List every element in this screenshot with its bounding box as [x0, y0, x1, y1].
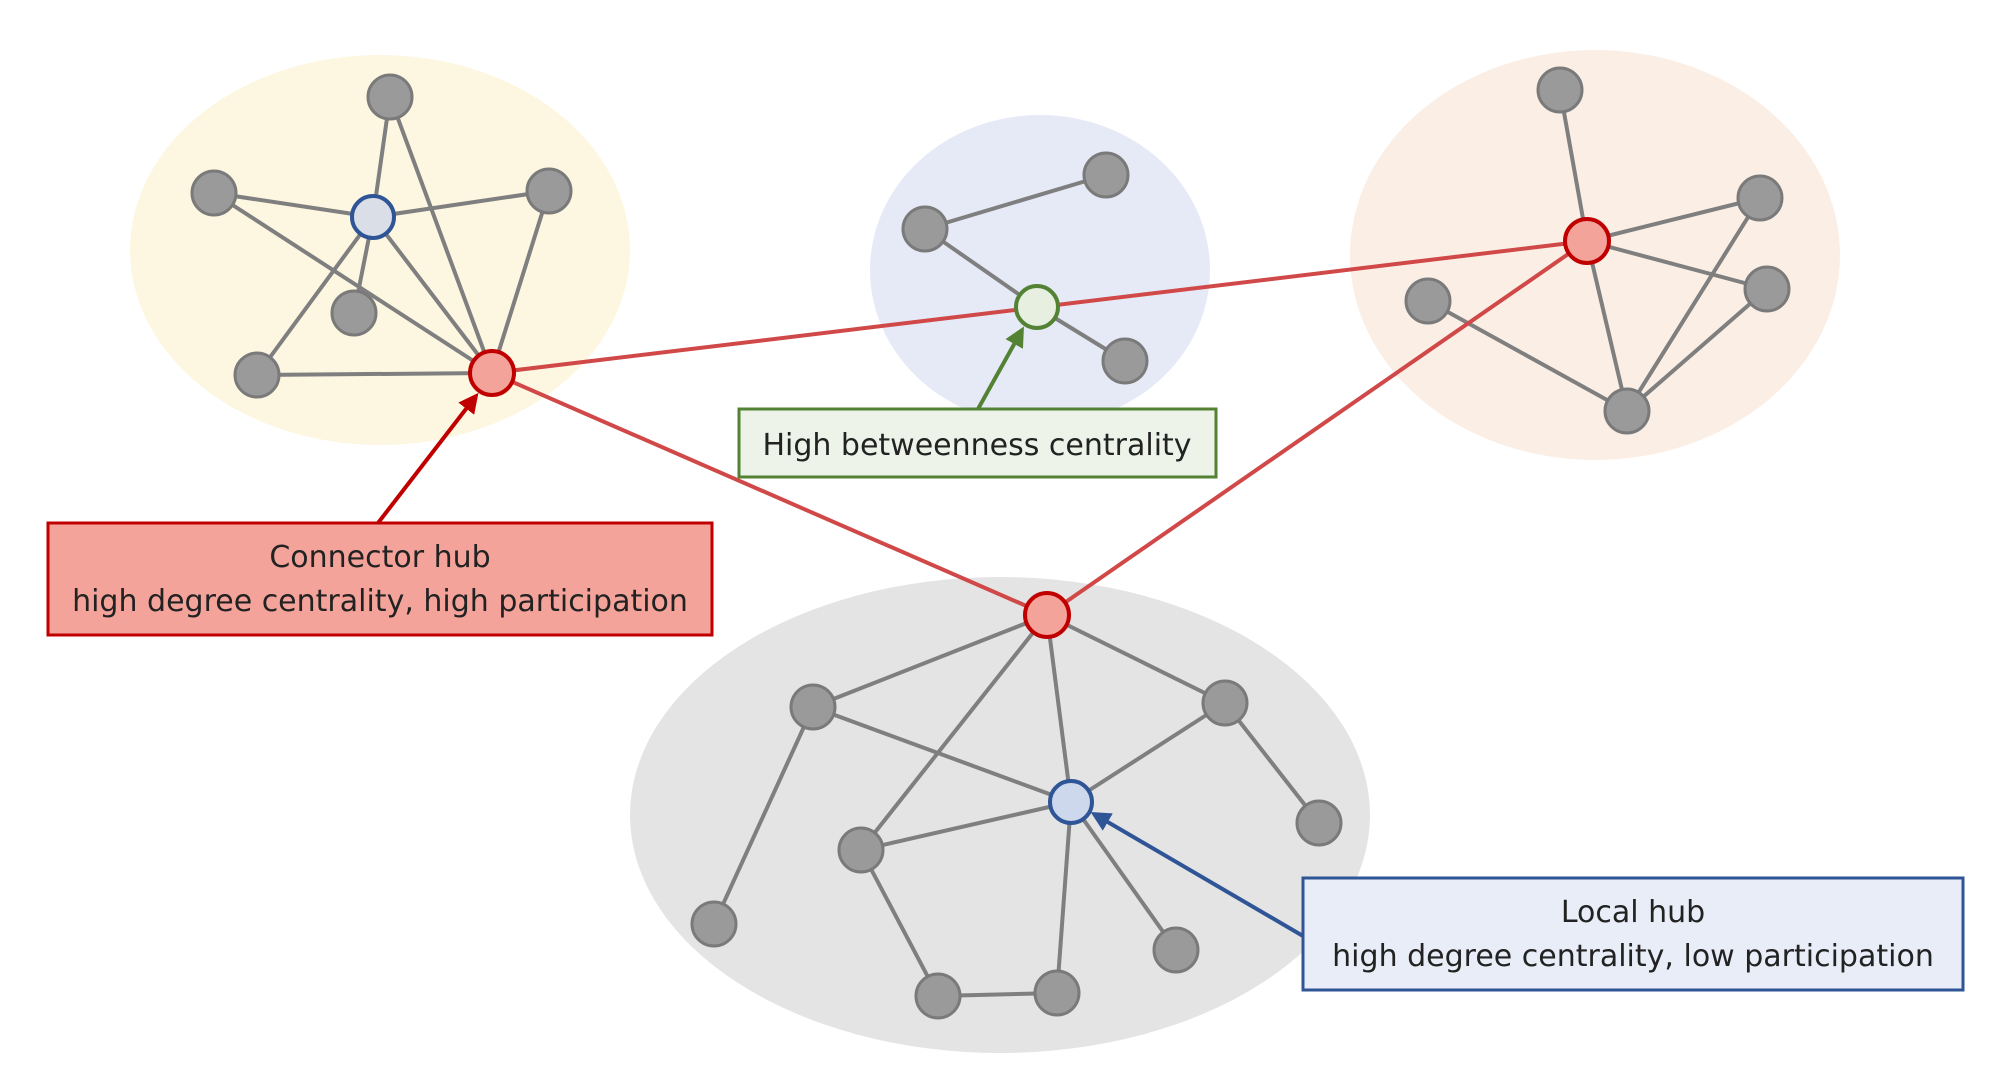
node: [1033, 969, 1081, 1017]
module-gray: [630, 577, 1370, 1053]
node: [914, 972, 962, 1020]
betweenness-node: [1014, 284, 1060, 330]
local-hub-label-box: Local hub high degree centrality, low pa…: [1301, 876, 1965, 992]
node: [789, 683, 837, 731]
node: [330, 289, 378, 337]
node: [837, 826, 885, 874]
betweenness-label-box: High betweenness centrality: [737, 407, 1218, 479]
node: [901, 205, 949, 253]
node: [525, 167, 573, 215]
module-yellow: [130, 55, 630, 445]
node: [190, 169, 238, 217]
connector-hub-node: [468, 349, 516, 397]
node: [233, 351, 281, 399]
local-hub-node-yellow: [350, 194, 396, 240]
node: [1404, 277, 1452, 325]
node: [1295, 799, 1343, 847]
module-blue: [870, 115, 1210, 425]
connector-hub-title: Connector hub: [269, 540, 490, 575]
local-hub-description: high degree centrality, low participatio…: [1332, 939, 1934, 974]
peripheral-nodes: [190, 66, 1791, 1020]
node: [1201, 679, 1249, 727]
connector-hub-label-box: Connector hub high degree centrality, hi…: [46, 521, 714, 637]
node: [1082, 151, 1130, 199]
betweenness-arrow: [976, 326, 1024, 410]
connector-hub-node: [1563, 217, 1611, 265]
node: [1536, 66, 1584, 114]
node: [1603, 387, 1651, 435]
connector-hub-node: [1023, 591, 1071, 639]
intra-module-edges: [212, 88, 1769, 998]
connector-hub-description: high degree centrality, high participati…: [72, 584, 688, 619]
local-hub-node: [1048, 779, 1094, 825]
node: [690, 900, 738, 948]
node: [1152, 926, 1200, 974]
betweenness-label: High betweenness centrality: [762, 428, 1191, 463]
node: [366, 73, 414, 121]
local-hub-arrow: [1090, 811, 1305, 938]
connector-arrow: [376, 392, 479, 525]
node: [1743, 265, 1791, 313]
node: [1736, 174, 1784, 222]
node: [1101, 337, 1149, 385]
local-hub-title: Local hub: [1561, 895, 1705, 930]
